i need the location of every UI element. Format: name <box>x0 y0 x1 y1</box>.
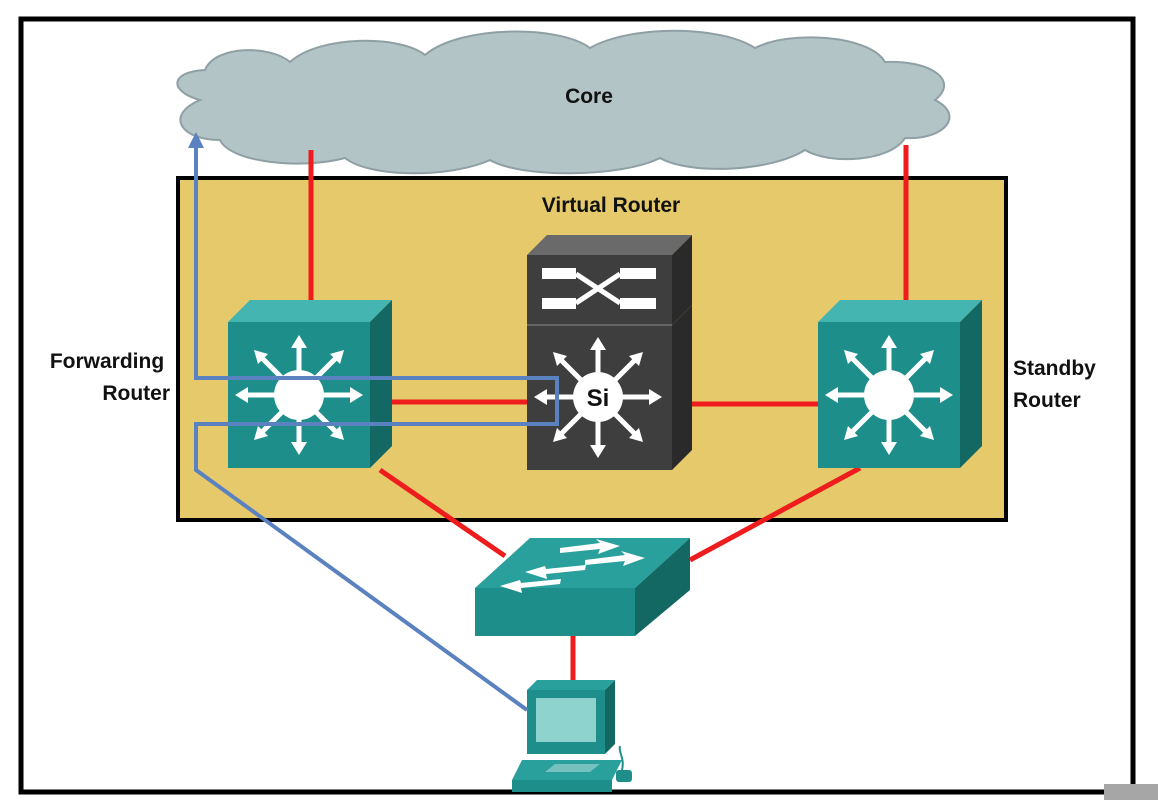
access-switch-icon <box>475 538 690 636</box>
link-forwarding-access <box>378 467 507 559</box>
traffic-path <box>194 142 559 712</box>
forwarding-router-icon <box>228 300 392 468</box>
core-label: Core <box>565 85 613 108</box>
pc-icon <box>512 680 632 792</box>
si-switch-icon <box>527 235 692 470</box>
link-standby-access <box>688 465 862 563</box>
arrow-up-icon <box>188 132 204 148</box>
standby-router-label: Standby Router <box>1013 357 1102 412</box>
core-cloud-icon <box>176 29 951 175</box>
network-links <box>308 145 909 680</box>
corner-block <box>1104 784 1158 800</box>
standby-router-icon <box>818 300 982 468</box>
virtual-router-label: Virtual Router <box>542 194 680 217</box>
si-badge: Si <box>587 385 610 412</box>
forwarding-router-label: Forwarding Router <box>50 350 170 405</box>
